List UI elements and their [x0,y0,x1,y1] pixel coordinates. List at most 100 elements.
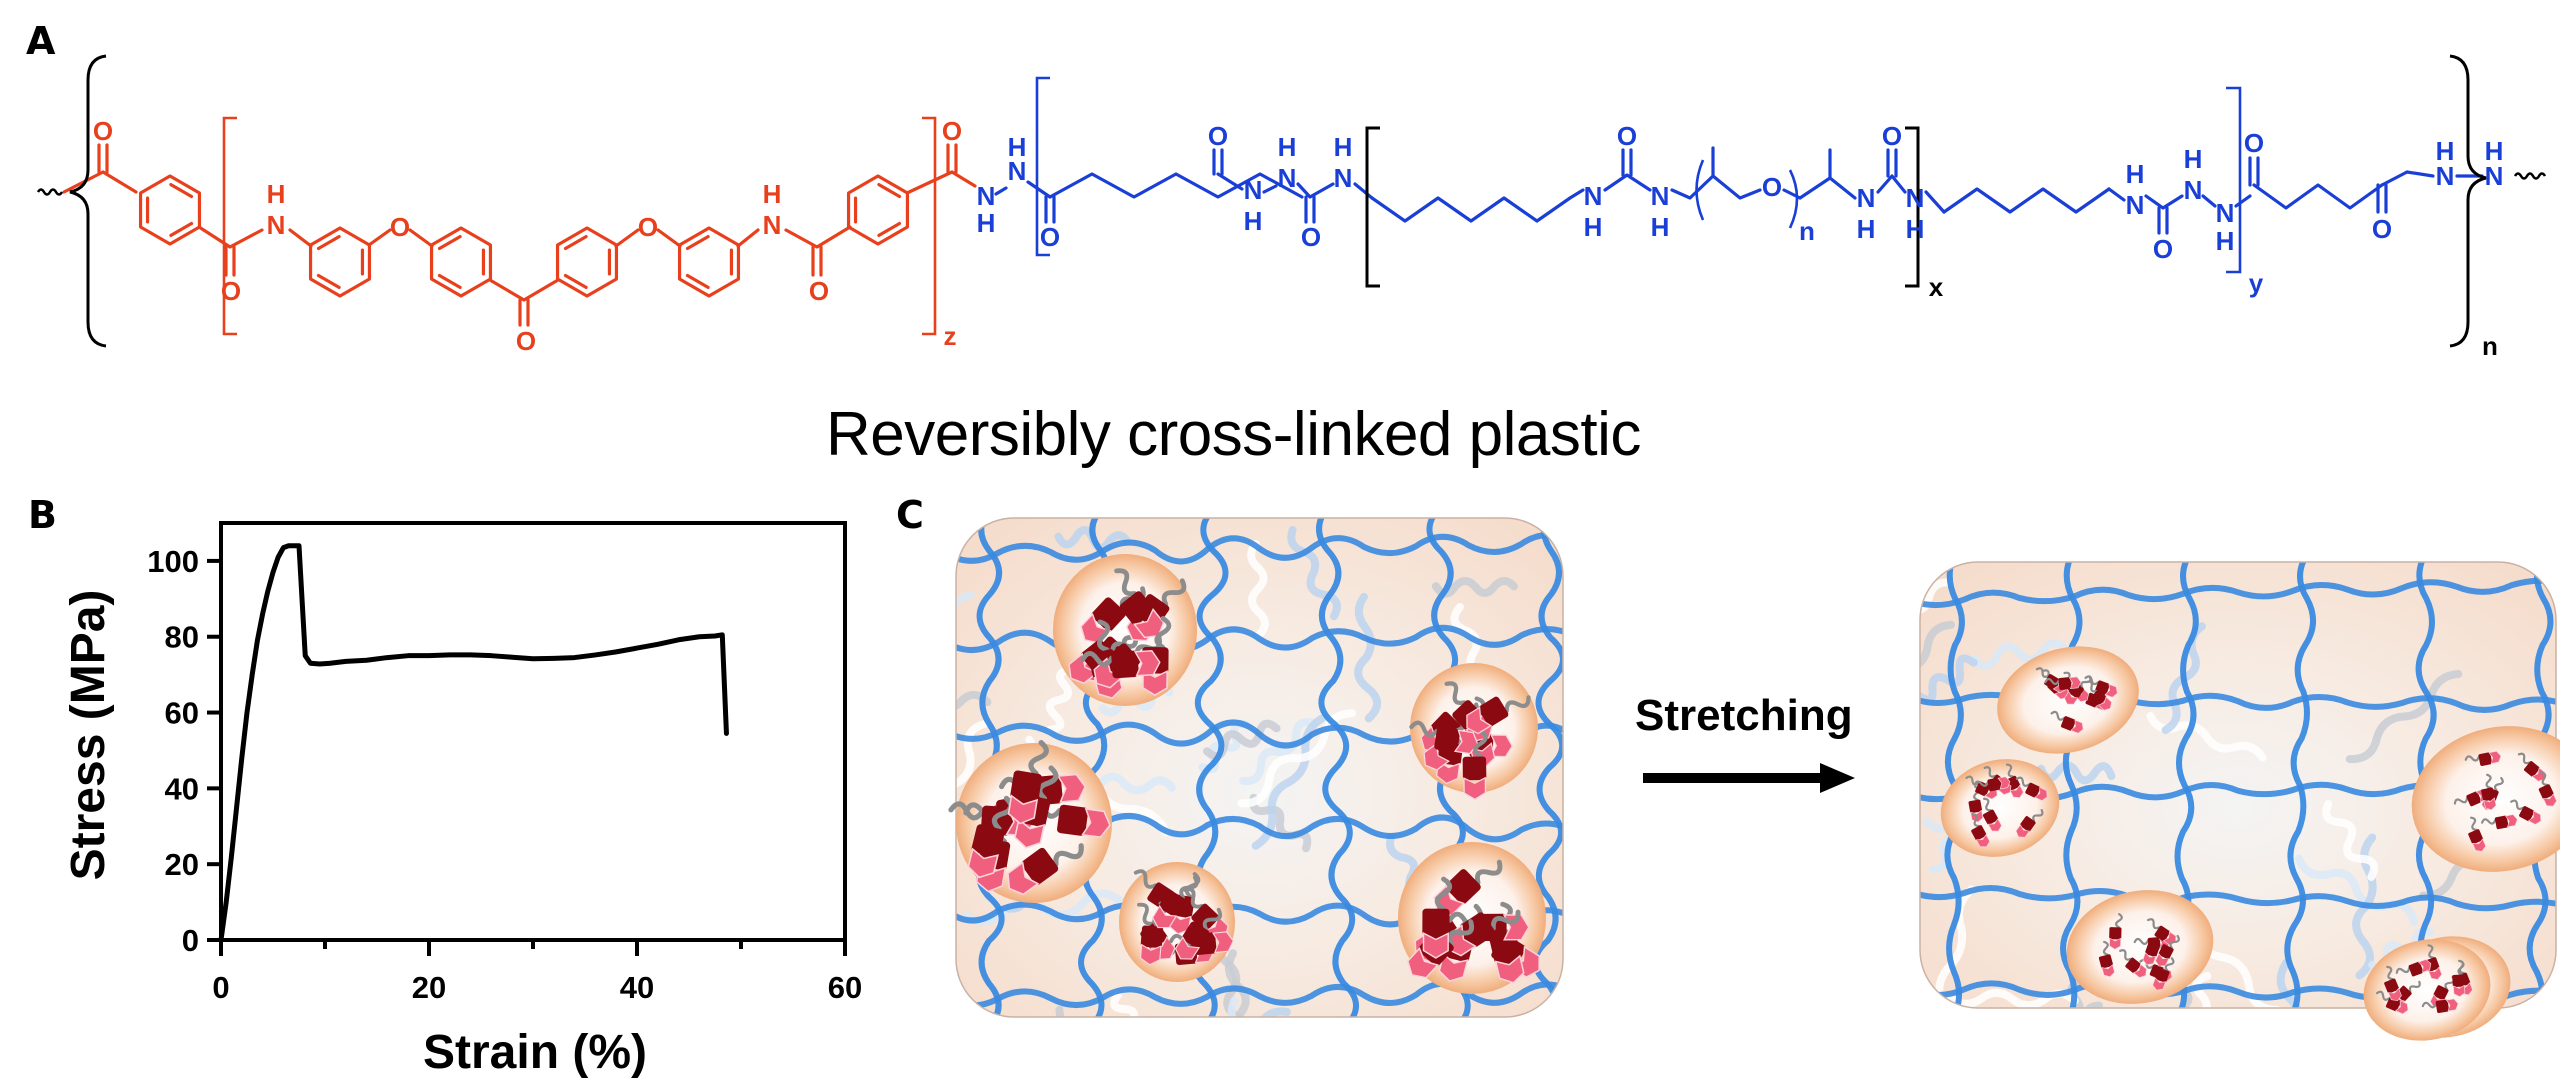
bond [614,228,640,248]
background-chain [1970,638,2070,670]
hard-block-pink [2542,793,2557,807]
alkyl-chain [1048,172,1304,199]
linker-chain [1447,919,1475,946]
bond [2405,170,2435,178]
aromatic-bond [563,235,588,251]
hard-block-dark [2481,787,2495,802]
stacked-unit [1409,720,1479,755]
stacked-unit [1080,650,1161,679]
hard-block-pink [2531,767,2546,782]
atom-label-h: H [1651,212,1670,242]
alkyl-chain [1370,196,1572,223]
hard-block-dark [2060,716,2076,731]
linker-chain [1080,651,1114,667]
linker-chain [2115,913,2123,929]
linker-chain [1028,740,1049,777]
atom-label-n: N [2216,198,2235,228]
stacked-unit [2481,773,2497,811]
linker-chain [1444,681,1467,706]
background-chain [1354,592,1382,723]
background-chain [2345,669,2463,764]
hard-block-dark [2025,782,2041,798]
background-chain [2037,761,2116,785]
hard-block-dark [1010,770,1042,803]
stacked-unit [1025,798,1111,838]
hard-block-pink [2488,750,2502,764]
hard-block-dark [2154,925,2171,942]
hard-block-pink [1139,943,1162,966]
atom-label-h: H [1008,132,1027,162]
background-chain [2322,800,2379,881]
hard-block-dark [2020,816,2036,832]
hard-block-pink [2483,797,2497,811]
hard-block-pink [1453,729,1479,755]
paren-close [1788,169,1799,229]
hard-block-dark [2524,761,2540,777]
stacked-unit [2119,949,2147,978]
hard-block-dark [1987,777,2002,792]
linker-chain [2540,771,2548,786]
x-tick-label: 20 [412,970,446,1005]
bond [1026,180,1052,199]
hard-block-pink [1463,776,1487,801]
atom-label-o: O [516,326,536,356]
atom-label-n: N [1906,183,1925,213]
linker-chain [2032,809,2044,822]
subscript-n-outer: n [2482,331,2498,361]
linker-chain [2481,818,2497,825]
atom-label-h: H [2184,144,2203,174]
linker-chain [2133,937,2149,945]
hard-block-pink [2070,719,2084,734]
stacked-unit [2464,750,2502,766]
stacked-unit [2050,710,2084,734]
hard-block-pink [1422,932,1449,959]
panel-label-b: B [28,493,57,537]
stacked-unit [1446,909,1521,957]
hard-block-pink [967,847,999,879]
hard-block-pink [2101,964,2115,978]
bracket-x-open [1365,126,1380,288]
atom-label-o: O [390,212,410,242]
hard-block-dark [2466,791,2482,807]
x-tick-label: 40 [620,970,654,1005]
bond [656,228,682,248]
hard-block-dark [2494,815,2509,830]
stacked-unit [2517,752,2546,782]
stacked-unit [1466,695,1531,735]
linker-chain [1983,766,1997,778]
stacked-unit [2015,809,2044,838]
stacked-unit [1971,813,1991,848]
hard-block-dark [2435,999,2450,1014]
linker-chain [1973,780,1989,787]
bond [288,228,313,248]
hard-block-pink [2097,696,2112,711]
background-chain [956,719,989,849]
atom-label-o: O [1617,121,1637,151]
background-chain [1055,1005,1145,1017]
figure-caption: Reversibly cross-linked plastic [826,400,1641,469]
hard-block-pink [2527,810,2542,825]
bond [1216,172,1244,191]
atom-label-o: O [1208,121,1228,151]
hard-block-pink [2428,966,2443,980]
panel-label-c: C [896,493,924,537]
atom-label-o: O [809,276,829,306]
atom-label-h: H [763,179,782,209]
background-chain [1287,526,1341,621]
hard-domain [1997,646,2139,754]
bond [1568,188,1585,200]
linker-chain [2493,776,2504,792]
panel-label-a: A [26,19,56,63]
network-chain [1920,577,2556,609]
hard-block-dark [1140,925,1164,949]
bond [1876,174,1907,194]
network-chain [956,624,1563,654]
hard-block-pink [1068,652,1099,685]
subscript-y: y [2249,268,2264,298]
network-chain [956,980,1563,1009]
aromatic-bond [437,273,462,289]
hard-block-dark [2538,784,2554,800]
hard-block-dark [2384,978,2399,994]
